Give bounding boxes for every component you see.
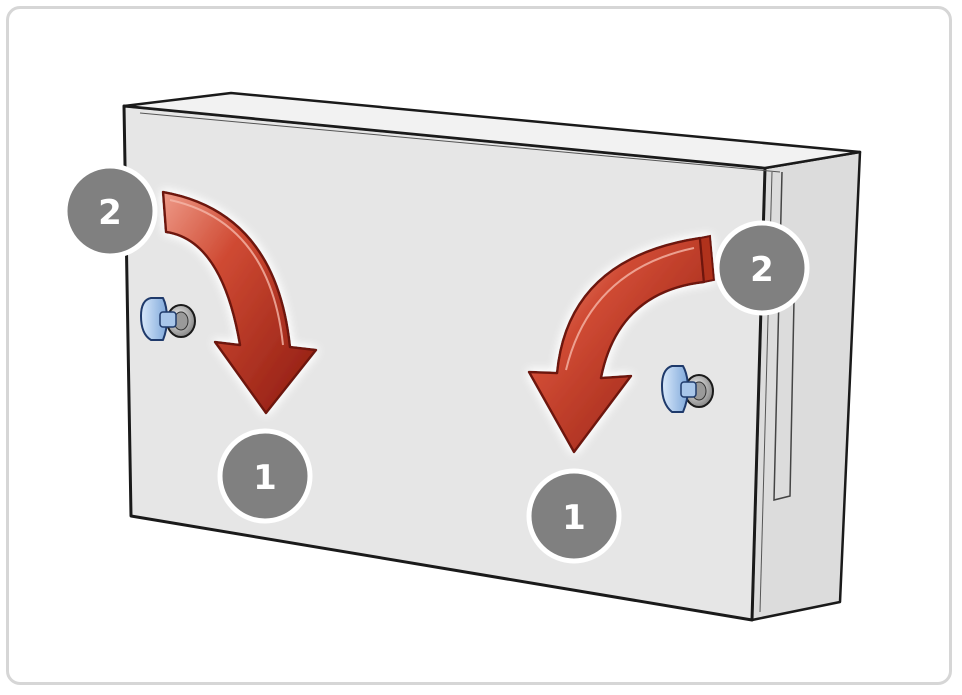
- step-badge-1-left: 1: [217, 428, 313, 524]
- enclosure-front-face: [122, 104, 767, 622]
- side-hinge-detail: [773, 171, 795, 501]
- right-rotation-arrow: [527, 234, 716, 454]
- step-label: 1: [253, 458, 277, 498]
- right-lock: [661, 365, 714, 413]
- left-lock: [140, 297, 196, 341]
- step-label: 2: [98, 193, 122, 233]
- step-badge-2-right: 2: [714, 220, 810, 316]
- step-badge-2-left: 2: [62, 163, 158, 259]
- step-badge-1-right: 1: [526, 468, 622, 564]
- left-key-icon: [140, 297, 168, 341]
- lid-seam-line: [139, 112, 781, 173]
- step-label: 1: [562, 498, 586, 538]
- enclosure-top-edge: [122, 91, 862, 170]
- left-rotation-arrow: [161, 190, 318, 415]
- step-label: 2: [750, 250, 774, 290]
- right-key-icon: [661, 365, 689, 413]
